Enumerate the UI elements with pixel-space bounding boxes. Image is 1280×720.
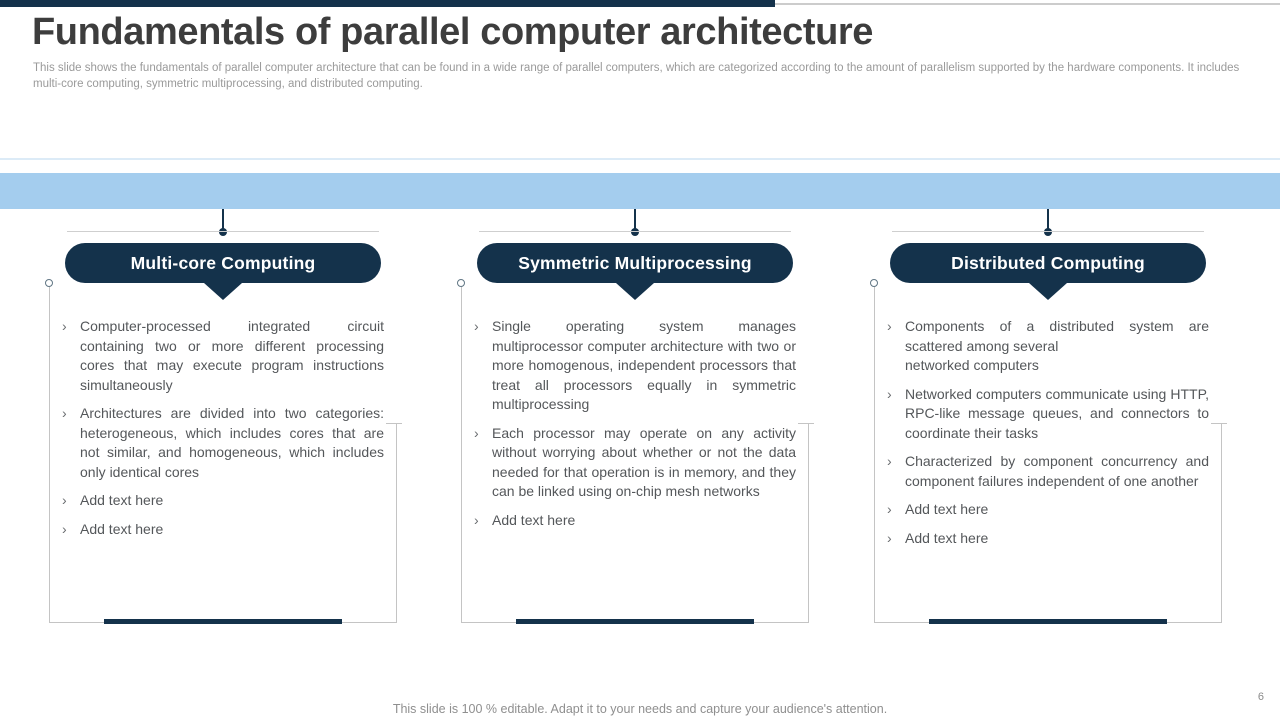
bottom-accent-line xyxy=(104,619,342,624)
header-frame-line xyxy=(479,231,791,232)
bullet-text: Each processor may operate on any activi… xyxy=(492,424,796,500)
bullet-chevron-icon: › xyxy=(474,318,479,334)
list-item: › Add text here xyxy=(474,511,796,531)
content-box-tick xyxy=(1211,423,1227,424)
add-text-placeholder[interactable]: Add text here xyxy=(80,520,164,537)
bullet-chevron-icon: › xyxy=(887,385,892,402)
content-box-right-border xyxy=(1221,423,1222,623)
bullet-text: Architectures are divided into two categ… xyxy=(80,405,384,480)
bullet-text: Components of a distributed system are s… xyxy=(905,318,1209,373)
bullet-text: Networked computers communicate using HT… xyxy=(905,385,1209,441)
bullet-text: Computer-processed integrated circuit co… xyxy=(80,318,384,393)
top-accent-bar xyxy=(0,0,775,7)
connector-dot-icon xyxy=(219,228,227,236)
content-box-right-border xyxy=(396,423,397,623)
corner-circle-icon xyxy=(870,279,878,287)
corner-circle-icon xyxy=(45,279,53,287)
column-distributed-computing: Distributed Computing › Components of a … xyxy=(870,209,1227,640)
editable-note: This slide is 100 % editable. Adapt it t… xyxy=(392,702,888,716)
band-top-hairline xyxy=(0,158,1280,160)
connector-dot-icon xyxy=(631,228,639,236)
connector-line xyxy=(1047,209,1049,230)
bullet-text: Characterized by component concurrency a… xyxy=(905,453,1209,489)
bullet-text: Single operating system manages multipro… xyxy=(492,318,796,412)
bullet-list: › Single operating system manages multip… xyxy=(474,317,796,539)
arrow-down-icon xyxy=(204,283,242,300)
corner-circle-icon xyxy=(457,279,465,287)
header-frame-line xyxy=(67,231,379,232)
bullet-chevron-icon: › xyxy=(62,492,67,508)
list-item: › Computer-processed integrated circuit … xyxy=(62,317,384,395)
list-item: › Add text here xyxy=(62,491,384,511)
list-item: › Architectures are divided into two cat… xyxy=(62,404,384,482)
slide-description: This slide shows the fundamentals of par… xyxy=(33,62,1240,90)
connector-line xyxy=(634,209,636,230)
bullet-chevron-icon: › xyxy=(887,501,892,517)
bullet-list: › Computer-processed integrated circuit … xyxy=(62,317,384,548)
list-item: › Components of a distributed system are… xyxy=(887,317,1209,376)
column-multi-core: Multi-core Computing › Computer-processe… xyxy=(45,209,402,640)
list-item: › Networked computers communicate using … xyxy=(887,385,1209,444)
header-frame-line xyxy=(892,231,1204,232)
top-hairline xyxy=(775,3,1280,5)
add-text-placeholder[interactable]: Add text here xyxy=(905,501,989,517)
bullet-chevron-icon: › xyxy=(62,520,67,537)
blue-band xyxy=(0,173,1280,209)
arrow-down-icon xyxy=(616,283,654,300)
column-header-distributed-computing: Distributed Computing xyxy=(890,243,1206,283)
page-number: 6 xyxy=(1257,691,1264,703)
bullet-chevron-icon: › xyxy=(474,424,479,441)
bullet-chevron-icon: › xyxy=(62,318,67,334)
bullet-list: › Components of a distributed system are… xyxy=(887,317,1209,557)
content-box-tick xyxy=(386,423,402,424)
bullet-chevron-icon: › xyxy=(474,511,479,528)
arrow-down-icon xyxy=(1029,283,1067,300)
bottom-accent-line xyxy=(516,619,754,624)
bullet-chevron-icon: › xyxy=(887,318,892,334)
list-item: › Add text here xyxy=(887,529,1209,549)
connector-line xyxy=(222,209,224,230)
list-item: › Characterized by component concurrency… xyxy=(887,452,1209,491)
add-text-placeholder[interactable]: Add text here xyxy=(905,529,989,546)
list-item: › Add text here xyxy=(887,500,1209,520)
list-item: › Each processor may operate on any acti… xyxy=(474,424,796,502)
bullet-chevron-icon: › xyxy=(887,453,892,469)
list-item: › Single operating system manages multip… xyxy=(474,317,796,415)
connector-dot-icon xyxy=(1044,228,1052,236)
page-title: Fundamentals of parallel computer archit… xyxy=(32,11,874,53)
list-item: › Add text here xyxy=(62,520,384,540)
bullet-chevron-icon: › xyxy=(887,529,892,546)
content-box-right-border xyxy=(808,423,809,623)
column-header-symmetric-multiprocessing: Symmetric Multiprocessing xyxy=(477,243,793,283)
content-box-tick xyxy=(798,423,814,424)
add-text-placeholder[interactable]: Add text here xyxy=(492,511,576,528)
bullet-chevron-icon: › xyxy=(62,405,67,421)
bottom-accent-line xyxy=(929,619,1167,624)
column-symmetric-multiprocessing: Symmetric Multiprocessing › Single opera… xyxy=(457,209,814,640)
column-header-multi-core: Multi-core Computing xyxy=(65,243,381,283)
add-text-placeholder[interactable]: Add text here xyxy=(80,492,164,508)
